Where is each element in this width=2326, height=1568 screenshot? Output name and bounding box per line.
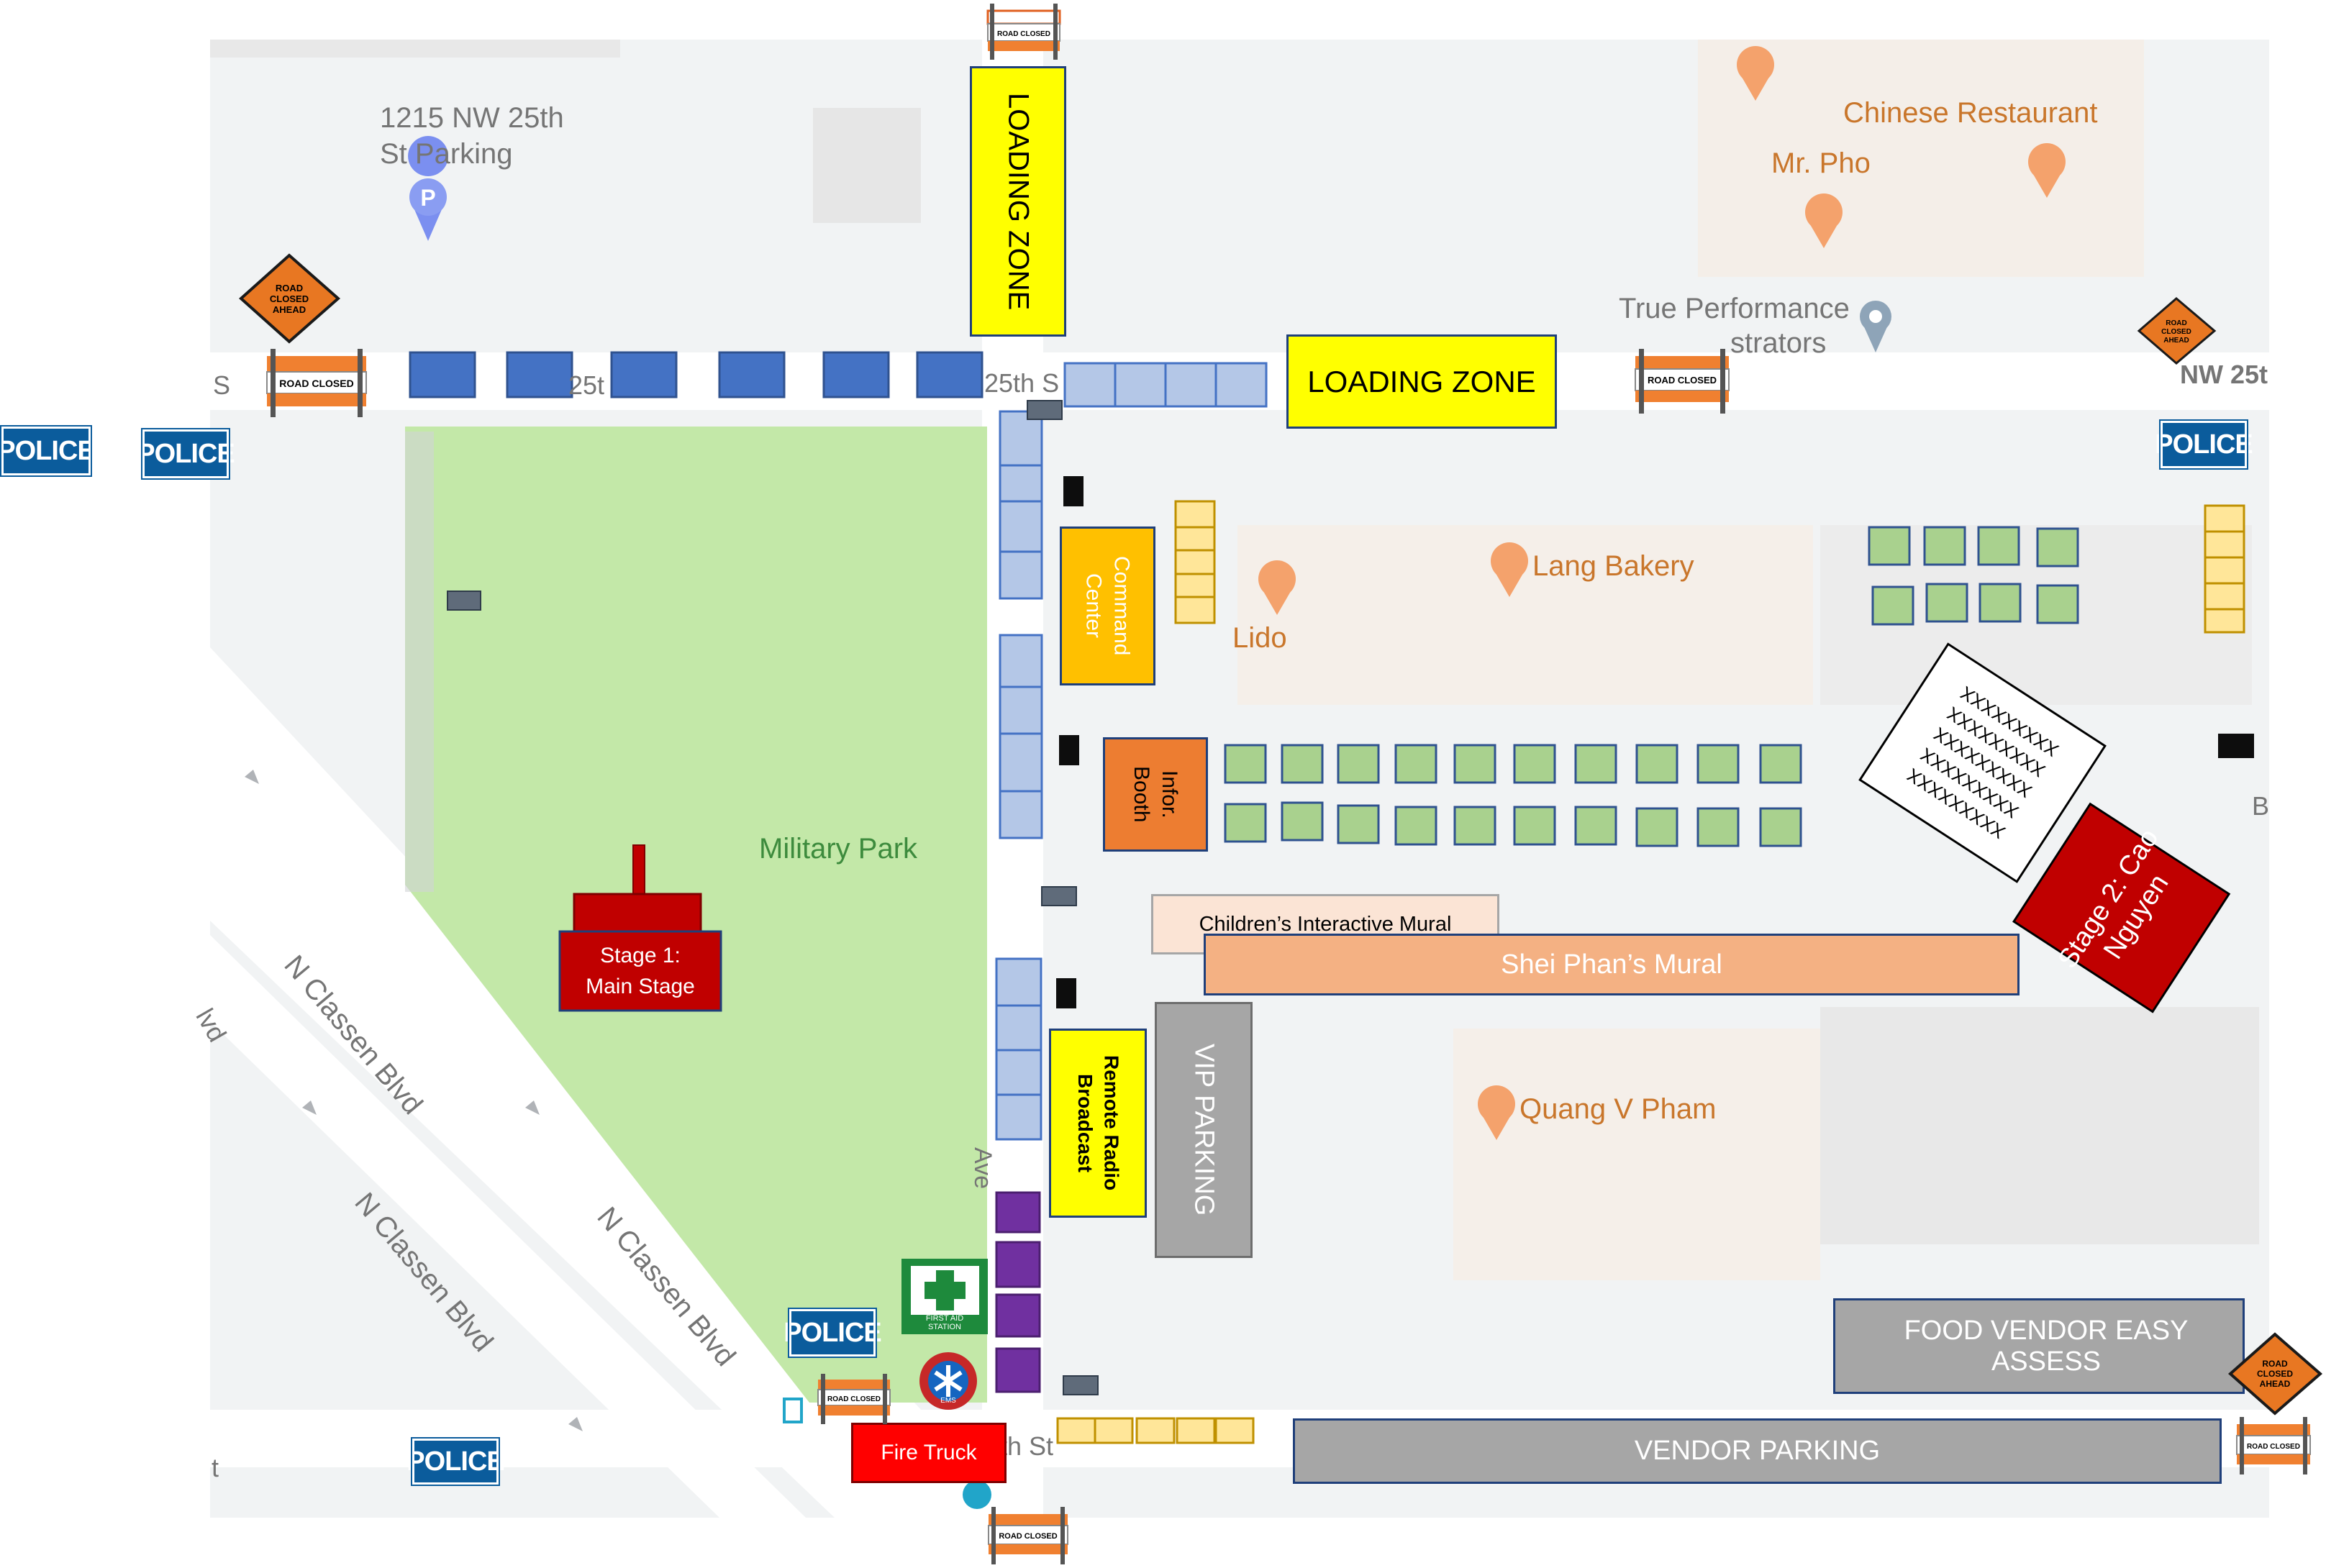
vip-parking-text: VIP PARKING	[1189, 1044, 1219, 1216]
road-closed-barrier: ROAD CLOSED	[1632, 349, 1732, 414]
mr-pho-label: Mr. Pho	[1771, 147, 1871, 179]
svg-text:ROAD CLOSED: ROAD CLOSED	[2247, 1443, 2300, 1451]
lido-label: Lido	[1232, 622, 1287, 654]
small-markers	[447, 400, 1099, 1395]
loading-zone-horizontal: LOADING ZONE	[1286, 334, 1557, 429]
svg-text:P: P	[420, 185, 435, 211]
ave-label: Ave	[969, 1147, 996, 1189]
booths-25th-light	[1063, 362, 1268, 408]
police-badge: POLICE	[137, 428, 235, 480]
booths-green	[1224, 526, 2079, 847]
parking-lot-label: 1215 NW 25th	[380, 102, 564, 134]
svg-text:AHEAD: AHEAD	[273, 304, 306, 315]
command-center: Command Center	[1060, 527, 1155, 685]
road-closed-barrier: ROAD CLOSED	[815, 1374, 893, 1424]
ems-label: EMS	[940, 1397, 956, 1405]
road-closed-barrier: ROAD CLOSED	[986, 1507, 1071, 1564]
quang-label: Quang V Pham	[1519, 1093, 1717, 1125]
info-booth-text: Infor. Booth	[1130, 766, 1181, 823]
road-closed-barrier: ROAD CLOSED	[984, 4, 1063, 60]
svg-text:ROAD: ROAD	[276, 283, 303, 293]
b-right-label: B	[2252, 791, 2270, 821]
building-small	[813, 108, 921, 223]
stage2-graphic	[2012, 802, 2231, 1013]
black-markers	[1056, 476, 2254, 1008]
nw25th-right-label: NW 25t	[2180, 360, 2268, 389]
stage1-graphic	[558, 844, 722, 1012]
chinese-restaurant-label: Chinese Restaurant	[1843, 97, 2098, 129]
remote-radio-text: Remote Radio Broadcast	[1074, 1055, 1123, 1191]
parking-pin-icon: P	[408, 136, 449, 241]
svg-text:AHEAD: AHEAD	[2260, 1379, 2291, 1389]
first-aid-label: FIRST AID STATION	[925, 1314, 964, 1331]
building-lower-right	[1820, 1007, 2259, 1244]
restaurant-pin-icon	[1258, 46, 2066, 1140]
police-badge: POLICE	[0, 425, 96, 477]
shei-phan-mural: Shei Phan’s Mural	[1204, 934, 2020, 995]
building-top-left	[210, 40, 620, 58]
booths-25th-dark	[409, 351, 983, 398]
booths-yellow	[1056, 500, 2245, 1444]
road-closed-barrier: ROAD CLOSED	[263, 349, 370, 417]
th-st-label: th St	[1000, 1431, 1054, 1461]
svg-text:CLOSED: CLOSED	[2161, 328, 2191, 336]
street-25th-left-label: 25t	[568, 370, 605, 400]
seating-area	[1858, 642, 2107, 883]
restaurant-building	[1698, 40, 2144, 277]
svg-text:ROAD CLOSED: ROAD CLOSED	[827, 1395, 881, 1403]
stage1-label-2: Main Stage	[586, 975, 695, 998]
svg-text:ROAD: ROAD	[2262, 1359, 2288, 1369]
military-park-label: Military Park	[759, 833, 918, 865]
vendor-parking: VENDOR PARKING	[1293, 1418, 2222, 1484]
first-aid-icon	[901, 1259, 988, 1334]
svg-text:ROAD: ROAD	[2166, 319, 2186, 327]
info-booth: Infor. Booth	[1103, 737, 1208, 852]
street-s-left-label: S	[213, 370, 231, 400]
road-closed-barrier: ROAD CLOSED	[2234, 1417, 2313, 1474]
street-25th-mid-label: 25th S	[984, 368, 1060, 398]
svg-text:ROAD CLOSED: ROAD CLOSED	[997, 30, 1050, 38]
info-pin-icon	[783, 1398, 991, 1509]
svg-text:AHEAD: AHEAD	[2163, 337, 2189, 345]
vip-parking: VIP PARKING	[1155, 1002, 1253, 1258]
loading-zone-vertical: LOADING ZONE	[970, 66, 1066, 337]
st-left-label: t	[212, 1453, 219, 1482]
ems-icon	[919, 1352, 977, 1410]
quang-building	[1453, 1029, 1820, 1280]
command-center-text: Command Center	[1081, 556, 1134, 656]
svg-text:ROAD CLOSED: ROAD CLOSED	[1648, 375, 1717, 386]
lang-bakery-label: Lang Bakery	[1532, 550, 1694, 582]
police-badge: POLICE	[2155, 419, 2253, 470]
road-arrows	[245, 770, 583, 1431]
fire-truck: Fire Truck	[851, 1423, 1007, 1483]
n-classen-blvd-road-2	[210, 935, 806, 1518]
svg-text:CLOSED: CLOSED	[270, 293, 309, 304]
svg-text:ROAD CLOSED: ROAD CLOSED	[279, 378, 353, 389]
police-badge: POLICE	[783, 1308, 882, 1358]
true-performance-label-2: strators	[1730, 327, 1827, 359]
loading-zone-vertical-text: LOADING ZONE	[1002, 92, 1035, 311]
booths-purple	[995, 1191, 1041, 1393]
park-edge	[405, 432, 434, 892]
food-vendor-area: FOOD VENDOR EASY ASSESS	[1833, 1298, 2245, 1394]
remote-radio-broadcast: Remote Radio Broadcast	[1049, 1029, 1147, 1218]
location-pin-icon	[1860, 301, 1891, 352]
true-performance-label: True Performance	[1619, 293, 1850, 324]
parking-lot-label-2: St Parking	[380, 138, 513, 170]
stage1-label-1: Stage 1:	[600, 944, 681, 967]
svg-text:ROAD CLOSED: ROAD CLOSED	[999, 1532, 1057, 1541]
booths-avenue	[995, 410, 1043, 1141]
svg-text:CLOSED: CLOSED	[2257, 1369, 2293, 1379]
police-badge: POLICE	[406, 1437, 505, 1486]
